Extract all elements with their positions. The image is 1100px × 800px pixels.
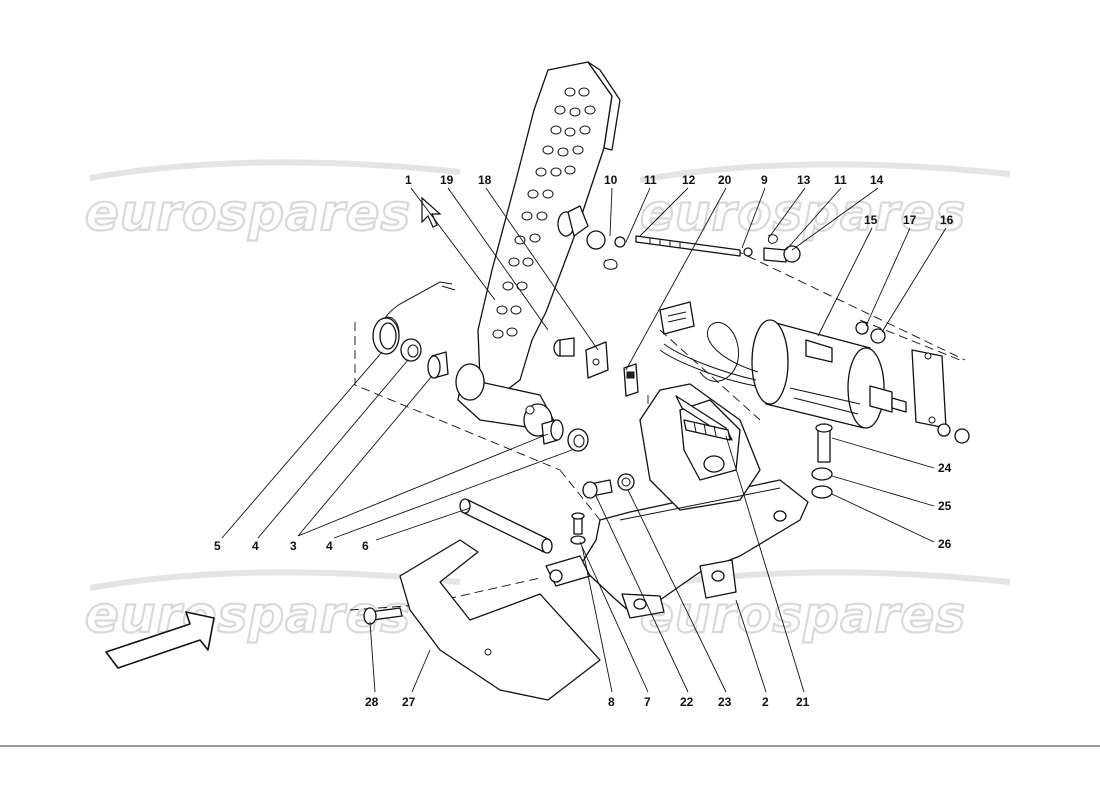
callout-label: 8 xyxy=(608,695,615,709)
callout-label: 21 xyxy=(796,695,810,709)
callout-label: 11 xyxy=(644,173,657,187)
callout-labels: 1 19 18 10 11 12 20 9 13 11 14 15 17 16 … xyxy=(214,173,954,709)
callout-label: 22 xyxy=(680,695,694,709)
callout-label: 28 xyxy=(365,695,379,709)
callout-label: 9 xyxy=(761,173,768,187)
stop-stud xyxy=(683,419,731,441)
callout-label: 14 xyxy=(870,173,884,187)
direction-arrow-icon xyxy=(105,611,215,669)
callout-label: 16 xyxy=(940,213,954,227)
callout-label: 2 xyxy=(762,695,769,709)
watermark-text: eurospares xyxy=(85,184,411,242)
sensor-bracket-hardware xyxy=(855,321,970,444)
watermark-text: eurospares xyxy=(85,586,411,644)
accelerator-pedal xyxy=(455,61,621,437)
callout-label: 11 xyxy=(834,173,847,187)
mounting-screw-set xyxy=(811,423,833,499)
return-spring xyxy=(372,281,456,355)
pedal-small-parts xyxy=(553,337,639,397)
callout-label: 12 xyxy=(682,173,696,187)
pedal-base-bracket xyxy=(545,383,809,619)
leader-lines xyxy=(221,187,947,693)
mouse-pointer-icon xyxy=(421,196,442,228)
watermark-text: eurospares xyxy=(640,586,966,644)
pedal-holes xyxy=(492,87,596,339)
bushings xyxy=(400,338,589,452)
callout-label: 26 xyxy=(938,537,952,551)
pivot-pin xyxy=(459,498,553,554)
callout-label: 18 xyxy=(478,173,492,187)
linkage-rod xyxy=(557,205,801,270)
watermark-layer: eurospares eurospares eurospares eurospa… xyxy=(84,159,1011,645)
callout-label: 4 xyxy=(252,539,259,553)
callout-label: 1 xyxy=(405,173,412,187)
callout-label: 10 xyxy=(604,173,618,187)
watermark-text: eurospares xyxy=(640,184,966,242)
callout-label: 17 xyxy=(903,213,917,227)
pedal-position-sensor xyxy=(659,301,907,429)
callout-label: 25 xyxy=(938,499,952,513)
callout-label: 4 xyxy=(326,539,333,553)
callout-label: 24 xyxy=(938,461,952,475)
bottom-divider xyxy=(0,745,1100,747)
callout-label: 7 xyxy=(644,695,651,709)
callout-label: 6 xyxy=(362,539,369,553)
callout-label: 5 xyxy=(214,539,221,553)
small-screw xyxy=(570,512,586,545)
callout-label: 3 xyxy=(290,539,297,553)
base-screw xyxy=(582,473,635,499)
callout-label: 23 xyxy=(718,695,732,709)
callout-label: 20 xyxy=(718,173,732,187)
callout-label: 15 xyxy=(864,213,878,227)
callout-label: 19 xyxy=(440,173,454,187)
callout-label: 27 xyxy=(402,695,416,709)
callout-label: 13 xyxy=(797,173,811,187)
